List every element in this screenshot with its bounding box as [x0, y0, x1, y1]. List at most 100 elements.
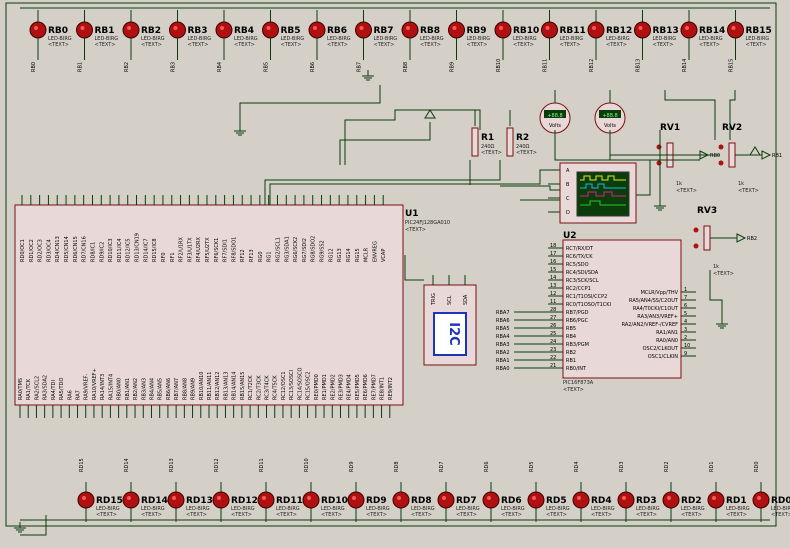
led-icon[interactable] [617, 491, 635, 509]
led-icon[interactable] [634, 21, 651, 39]
led-net-label: RD6 [484, 461, 490, 472]
led-icon[interactable] [355, 21, 372, 39]
led-icon[interactable] [494, 21, 512, 39]
led-net-label: RD9 [349, 461, 355, 472]
led-icon[interactable] [257, 491, 275, 509]
led-net-label: RB5 [264, 62, 270, 72]
led-icon[interactable] [527, 491, 545, 509]
led-icon[interactable] [308, 21, 326, 39]
led-icon[interactable] [662, 491, 680, 509]
resistor-icon[interactable] [506, 127, 514, 157]
led-highlight [127, 26, 131, 30]
led-net-label: RB1 [78, 62, 84, 72]
led-icon[interactable] [215, 21, 233, 39]
led-icon[interactable] [122, 491, 140, 509]
led-icon[interactable] [707, 491, 725, 509]
led-label: RB8 [420, 26, 440, 36]
led-icon[interactable] [752, 491, 770, 509]
led-type: LED-BIRG [653, 36, 677, 42]
led-icon[interactable] [77, 491, 95, 509]
pot-icon[interactable] [728, 142, 736, 168]
led-icon[interactable] [167, 491, 185, 509]
pot-icon[interactable] [703, 225, 711, 251]
led-icon[interactable] [76, 21, 93, 39]
led-icon[interactable] [401, 21, 419, 39]
u2-body[interactable] [562, 239, 682, 379]
u2-net-label: RBA0 [496, 366, 510, 372]
resistor-icon[interactable] [471, 127, 479, 157]
u2-right-pin-name: RA1/AN1 [656, 330, 678, 336]
led-net-label: RD2 [664, 461, 670, 472]
led-type: LED-BIRG [276, 506, 300, 512]
led-icon[interactable] [392, 491, 410, 509]
led-net-label: RD14 [124, 458, 130, 472]
u1-top-pin: RD14/IC7 [143, 238, 149, 262]
u1-body[interactable] [14, 204, 404, 406]
u1-bottom-pin: RB3/AN3 [141, 378, 147, 400]
led-icon[interactable] [727, 21, 744, 39]
led-icon[interactable] [437, 491, 455, 509]
led-icon[interactable] [347, 491, 365, 509]
led-icon[interactable] [262, 21, 279, 39]
led-icon[interactable] [448, 21, 465, 39]
led-text: <TEXT> [411, 512, 432, 518]
led-icon[interactable] [482, 491, 500, 509]
led-icon[interactable] [122, 21, 140, 39]
led-net-label: RB8 [403, 62, 409, 72]
led-text: <TEXT> [96, 512, 117, 518]
led-text: <TEXT> [281, 42, 302, 48]
u2-right-pin-name: RA2/AN2/VREF-/CVREF [622, 322, 679, 328]
led-icon[interactable] [541, 21, 558, 39]
led-icon[interactable] [212, 491, 230, 509]
led-icon[interactable] [169, 21, 186, 39]
led-icon[interactable] [302, 491, 320, 509]
led-highlight [757, 496, 761, 500]
led-icon[interactable] [587, 21, 605, 39]
led-icon[interactable] [572, 491, 590, 509]
led-icon[interactable] [680, 21, 698, 39]
led-icon[interactable] [29, 21, 47, 39]
